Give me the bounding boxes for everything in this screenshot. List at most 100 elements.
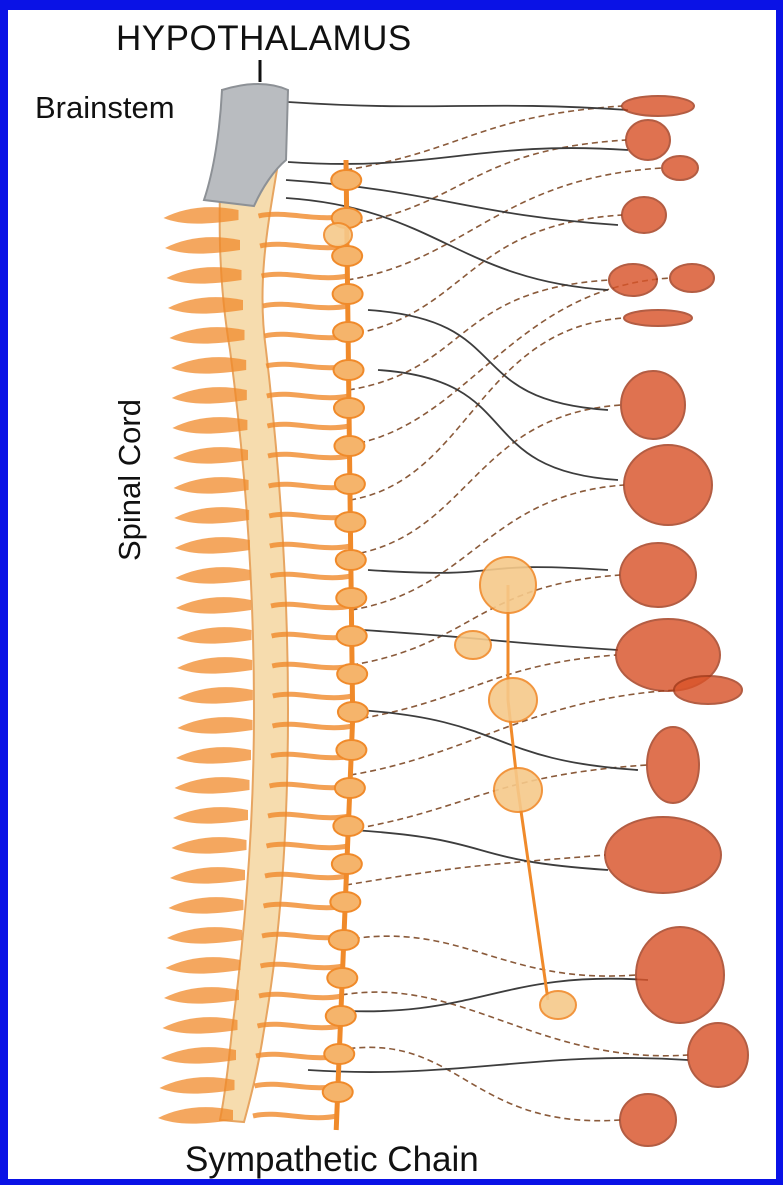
reproductive-organs-organ [620, 1094, 676, 1146]
lungs-organ [621, 371, 685, 439]
preganglionic-fiber [353, 655, 616, 720]
spinal-nerve-root [170, 327, 245, 343]
chain-ganglion [323, 1082, 353, 1102]
autonomic-nervous-system-illustration [8, 10, 776, 1179]
hypothalamus-label: HYPOTHALAMUS [116, 19, 412, 59]
spinal-nerve-root [174, 507, 249, 523]
chain-ganglion [333, 816, 363, 836]
postganglionic-fiber [353, 830, 608, 870]
chain-ganglion [336, 550, 366, 570]
chain-ganglion [335, 474, 365, 494]
small-intestine-organ [605, 817, 721, 893]
spinal-nerve-root [172, 837, 247, 853]
spinal-nerve-root [176, 747, 251, 763]
eye-organ [626, 120, 670, 160]
chain-ganglion [332, 854, 362, 874]
spinal-nerve-root [174, 477, 249, 493]
target-organs [605, 96, 748, 1146]
chain-ganglion [338, 702, 368, 722]
spinal-nerve-root [167, 927, 242, 943]
spinal-nerve-root [177, 627, 252, 643]
spinal-cord-label: Spinal Cord [112, 399, 148, 561]
ramus-communicans [262, 274, 348, 277]
chain-ganglion [335, 778, 365, 798]
postganglionic-fiber [328, 979, 648, 1012]
spinal-nerve-root [172, 387, 247, 403]
heart-organ [624, 445, 712, 525]
chain-ganglion [326, 1006, 356, 1026]
ramus-communicans [259, 994, 342, 997]
chain-ganglion [331, 170, 361, 190]
spinal-nerve-root [177, 657, 252, 673]
preganglionic-fiber [344, 936, 636, 976]
spinal-nerve-root [167, 267, 242, 283]
postganglionic-fiber [288, 102, 628, 110]
spinal-nerve-root [158, 1107, 233, 1123]
pancreas-organ [674, 676, 742, 704]
spinal-nerve-root [178, 717, 253, 733]
chain-ganglion [334, 360, 364, 380]
spinal-nerve-root [178, 687, 253, 703]
spinal-nerve-root [173, 447, 248, 463]
spinal-nerve-root [166, 957, 241, 973]
spinal-nerve-root [168, 297, 243, 313]
spinal-nerve-root [175, 567, 250, 583]
ramus-communicans [263, 304, 348, 307]
chain-ganglion [337, 626, 367, 646]
postganglionic-fiber [288, 148, 628, 164]
bladder-organ [688, 1023, 748, 1087]
salivary-gland-organ [670, 264, 714, 292]
kidney-organ [647, 727, 699, 803]
postganglionic-fiber [358, 710, 638, 770]
preganglionic-fiber [346, 106, 622, 170]
chain-ganglion [333, 284, 363, 304]
postganglionic-fiber [308, 1058, 688, 1072]
spinal-nerve-root [170, 867, 245, 883]
stomach-organ [620, 543, 696, 607]
ramus-communicans [258, 1024, 341, 1027]
chain-ganglion [327, 968, 357, 988]
preganglionic-fiber [346, 855, 605, 885]
chain-ganglion [329, 930, 359, 950]
preganglionic-fiber [342, 992, 688, 1056]
spinal-nerve-root [165, 237, 240, 253]
blood-vessel-organ [624, 310, 692, 326]
ramus-communicans [253, 1114, 337, 1117]
brainstem-label: Brainstem [35, 90, 175, 126]
spinal-nerve-root [175, 777, 250, 793]
spinal-nerve-root [173, 807, 248, 823]
chain-ganglion [332, 246, 362, 266]
ramus-communicans [267, 424, 349, 427]
spinal-nerve-root [164, 207, 239, 223]
chain-ganglion [330, 892, 360, 912]
preganglionic-fiber [349, 280, 609, 390]
spinal-nerve-root [172, 417, 247, 433]
sympathetic-chain-label: Sympathetic Chain [185, 1140, 479, 1180]
spinal-nerve-root [171, 357, 246, 373]
pelvic-plexus [540, 991, 576, 1019]
ramus-communicans [268, 454, 349, 457]
chain-ganglion [334, 398, 364, 418]
celiac-ganglion [480, 557, 536, 613]
lacrimal-gland-organ [662, 156, 698, 180]
chain-ganglion [336, 740, 366, 760]
chain-ganglion [336, 588, 366, 608]
postganglionic-fiber [378, 370, 618, 480]
superior-cervical-ganglion [324, 223, 352, 247]
salivary-gland-organ [622, 197, 666, 233]
spinal-nerve-root [161, 1047, 236, 1063]
spinal-nerve-root [160, 1077, 235, 1093]
chain-ganglion [333, 322, 363, 342]
inferior-mesenteric-ganglion [494, 768, 542, 812]
preganglionic-fiber [350, 318, 624, 500]
preganglionic-fiber [351, 405, 621, 555]
spinal-nerve-root [164, 987, 239, 1003]
postganglionic-fiber [368, 310, 608, 410]
brainstem [204, 84, 288, 206]
chain-ganglion [334, 436, 364, 456]
chain-ganglion [335, 512, 365, 532]
preganglionic-fiber [348, 215, 622, 335]
spinal-nerve-root [176, 597, 251, 613]
large-intestine-organ [636, 927, 724, 1023]
